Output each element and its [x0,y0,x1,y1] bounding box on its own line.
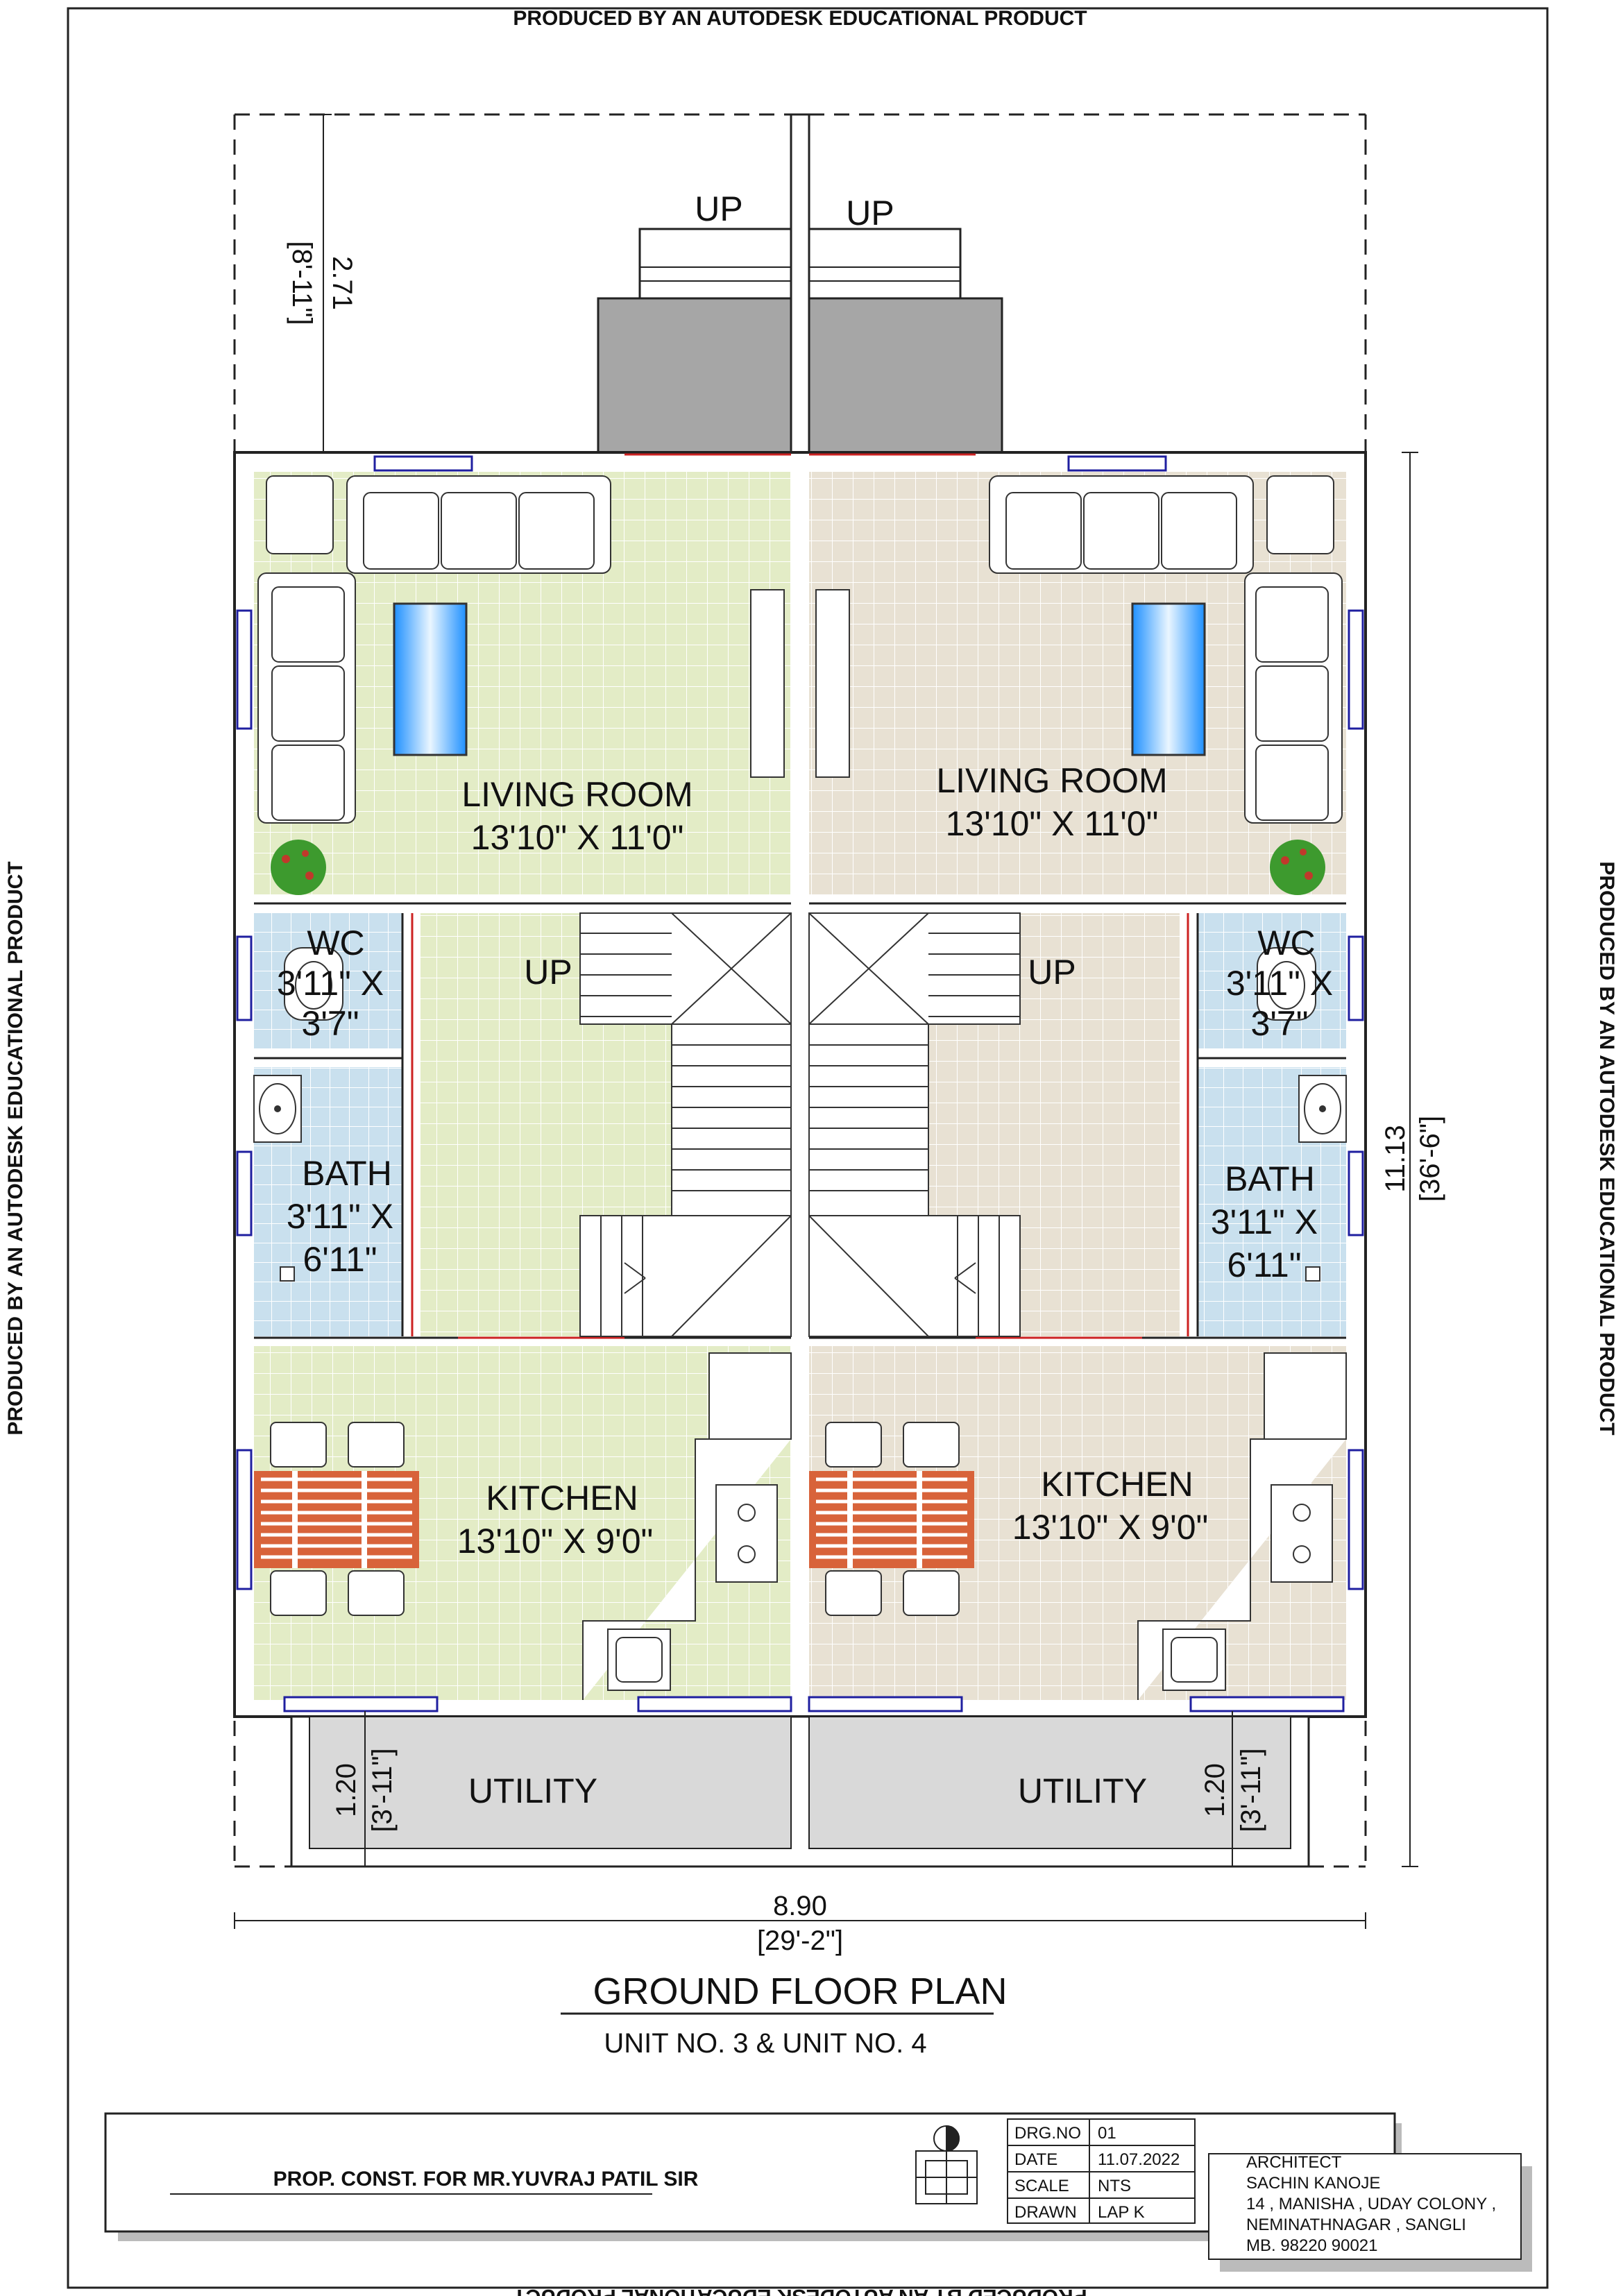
kitchen-counter-right [1137,1352,1347,1700]
porch-left [597,228,792,456]
up-label-porch-right: UP [846,194,894,232]
watermark-bottom: PRODUCED BY AN AUTODESK EDUCATIONAL PROD… [513,2285,1087,2296]
up-label-stair-right: UP [1028,953,1076,992]
watermark-top: PRODUCED BY AN AUTODESK EDUCATIONAL PROD… [513,7,1087,30]
plant-right [1270,840,1325,895]
washbasin-left [253,1075,302,1143]
project-title: PROP. CONST. FOR MR.YUVRAJ PATIL SIR [273,2168,699,2191]
watermark-left: PRODUCED BY AN AUTODESK EDUCATIONAL PROD… [4,861,27,1435]
staircase-left [579,912,792,1337]
sofa-left-top [266,475,611,574]
bath-size-right-1: 3'11" X [1211,1202,1318,1241]
living-room-label-right: LIVING ROOM [936,761,1167,800]
architect-address-1: 14 , MANISHA , UDAY COLONY , [1246,2195,1496,2213]
dim-front-m: 2.71 [327,256,357,310]
plant-left [271,840,326,895]
up-label-stair-left: UP [524,953,572,992]
dining-set-left [254,1422,419,1616]
dim-depth-m: 11.13 [1380,1125,1411,1192]
dim-width-ft: [29'-2"] [757,1925,843,1956]
date-label: DATE [1014,2150,1057,2169]
dim-width-m: 8.90 [773,1891,827,1921]
architect-phone: MB. 98220 90021 [1246,2236,1377,2255]
utility-left [309,1716,792,1849]
kitchen-label-left: KITCHEN [486,1479,638,1517]
utility-label-left: UTILITY [468,1771,597,1810]
bath-label-left: BATH [302,1154,392,1193]
architect-address-2: NEMINATHNAGAR , SANGLI [1246,2216,1466,2234]
sheet-border [67,7,1549,2289]
wc-label-right: WC [1257,924,1315,962]
tv-unit-right [815,589,850,778]
sofa-right-side [1244,572,1343,824]
kitchen-label-right: KITCHEN [1041,1465,1193,1504]
watermark-right: PRODUCED BY AN AUTODESK EDUCATIONAL PROD… [1595,861,1618,1435]
wc-fixture-right [1257,947,1316,1021]
unit-left [236,453,792,1712]
architect-title: ARCHITECT [1246,2153,1342,2172]
drg-no-value: 01 [1098,2124,1116,2143]
scale-label: SCALE [1014,2177,1069,2195]
date-value: 11.07.2022 [1098,2150,1180,2169]
up-label-porch-left: UP [695,189,742,228]
plan-subtitle: UNIT NO. 3 & UNIT NO. 4 [604,2028,926,2059]
kitchen-counter-left [582,1352,792,1700]
dim-utility-left-m: 1.20 [331,1763,362,1817]
staircase-right [808,912,1021,1337]
living-room-size-right: 13'10" X 11'0" [946,804,1159,843]
wc-label-left: WC [307,924,364,962]
scale-value: NTS [1098,2177,1131,2195]
dim-utility-right-m: 1.20 [1200,1763,1230,1817]
tv-unit-left [750,589,785,778]
dim-utility-right-ft: [3'-11"] [1236,1748,1266,1832]
unit-right [808,453,1364,1712]
coffee-table-right [1131,602,1206,756]
wc-size-left-2: 3'7" [302,1004,359,1043]
utility-area [290,1715,1310,1868]
floor-drain-right [1305,1266,1320,1282]
floor-drain-left [280,1266,295,1282]
dim-front-ft: [8'-11"] [287,241,317,325]
living-room-label-left: LIVING ROOM [461,775,692,814]
dim-depth-ft: [36'-6"] [1415,1116,1445,1202]
porch-right [808,228,1003,456]
bath-size-left-1: 3'11" X [287,1197,393,1236]
dim-utility-left-ft: [3'-11"] [367,1748,398,1832]
drawn-label: DRAWN [1014,2203,1077,2222]
kitchen-size-left: 13'10" X 9'0" [457,1522,654,1561]
dimension-lines [234,114,1418,1929]
title-block: PROP. CONST. FOR MR.YUVRAJ PATIL SIR DRG… [104,2112,1532,2272]
wc-size-left-1: 3'11" X [277,964,384,1003]
drawn-value: LAP K [1098,2203,1145,2222]
north-symbol [915,2125,978,2204]
utility-label-right: UTILITY [1018,1771,1147,1810]
plan-title: GROUND FLOOR PLAN [593,1971,1007,2012]
washbasin-right [1298,1075,1347,1143]
windows-right [808,455,1364,1712]
windows-left [236,455,792,1712]
drg-no-label: DRG.NO [1014,2124,1081,2143]
wc-fixture-left [284,947,343,1021]
wc-size-right-2: 3'7" [1251,1004,1309,1043]
architect-name: SACHIN KANOJE [1246,2174,1380,2193]
coffee-table-left [393,602,468,756]
kitchen-size-right: 13'10" X 9'0" [1012,1508,1209,1547]
wc-size-right-1: 3'11" X [1226,964,1333,1003]
living-room-size-left: 13'10" X 11'0" [471,818,684,857]
dining-set-right [809,1422,974,1616]
sofa-left-side [257,572,356,824]
utility-right [808,1716,1291,1849]
bath-size-right-2: 6'11" [1227,1245,1301,1284]
sofa-right-top [989,475,1334,574]
bath-label-right: BATH [1225,1159,1315,1198]
bath-size-left-2: 6'11" [303,1240,377,1279]
